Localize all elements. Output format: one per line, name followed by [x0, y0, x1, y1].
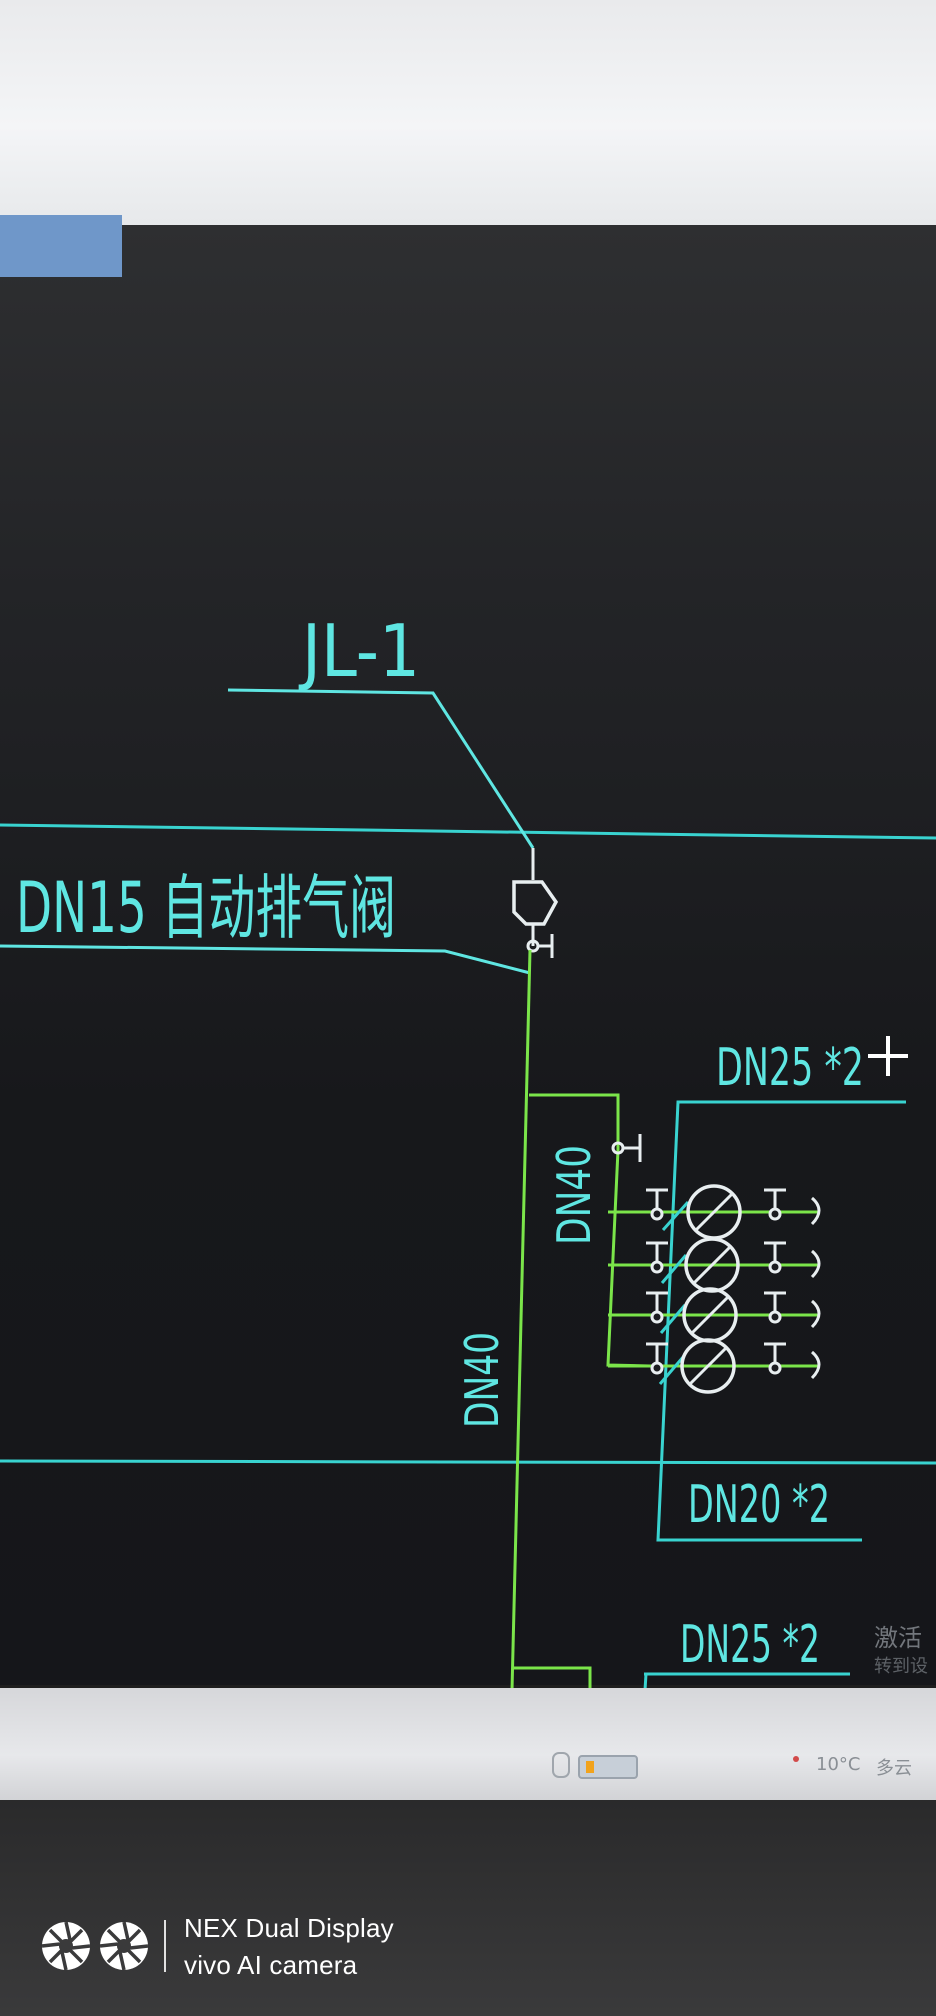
monitor-bezel [0, 1800, 936, 2016]
selected-tab-blue[interactable] [0, 215, 122, 277]
lower-green-branch [512, 1666, 592, 1690]
air-valve-icon [512, 880, 559, 926]
branch-mid-label: DN20 *2 [688, 1475, 830, 1535]
notification-dot-icon [793, 1756, 799, 1762]
riser-size-lower: DN40 [455, 1332, 509, 1428]
activation-watermark-sub: 转到设 [874, 1656, 928, 1677]
branch-top-label: DN25 *2 [716, 1038, 864, 1098]
branch-bottom-riser [643, 1673, 648, 1690]
branch-bottom-label: DN25 *2 [680, 1615, 820, 1675]
riser-tag: JL-1 [298, 609, 420, 693]
floor-line-lower [0, 1459, 936, 1465]
meter-row [608, 1237, 821, 1293]
air-valve-leader [0, 944, 531, 975]
watermark-device: NEX Dual Display [184, 1913, 394, 1943]
riser-tag-leader [227, 688, 535, 849]
branch-top-pipe [656, 1100, 906, 1542]
activation-watermark: 激活 [874, 1624, 922, 1652]
monitor-top-glare [0, 0, 936, 230]
watermark-divider [164, 1920, 166, 1972]
camera-aperture-icon [41, 1921, 149, 1971]
weather-temperature[interactable]: 10°C [816, 1754, 861, 1775]
plumbing-diagram: JL-1 DN15 自动排气阀 DN40 DN40 DN25 *2 [0, 609, 936, 1690]
water-meter-icon [680, 1338, 736, 1394]
power-plug-icon[interactable] [552, 1752, 570, 1778]
riser-size-upper: DN40 [547, 1145, 601, 1245]
taskbar [0, 1688, 936, 1800]
riser-pipe [510, 949, 532, 1690]
weather-condition[interactable]: 多云 [876, 1758, 912, 1779]
air-valve-label: DN15 自动排气阀 [16, 867, 396, 949]
meter-row [608, 1184, 821, 1240]
meter-row [608, 1287, 821, 1343]
battery-icon[interactable] [578, 1755, 638, 1779]
watermark-camera: vivo AI camera [184, 1950, 358, 1980]
water-meter-icon [684, 1237, 740, 1293]
cad-screen-background [0, 225, 936, 1685]
meter-row [608, 1338, 821, 1394]
floor-line-upper [0, 823, 936, 840]
